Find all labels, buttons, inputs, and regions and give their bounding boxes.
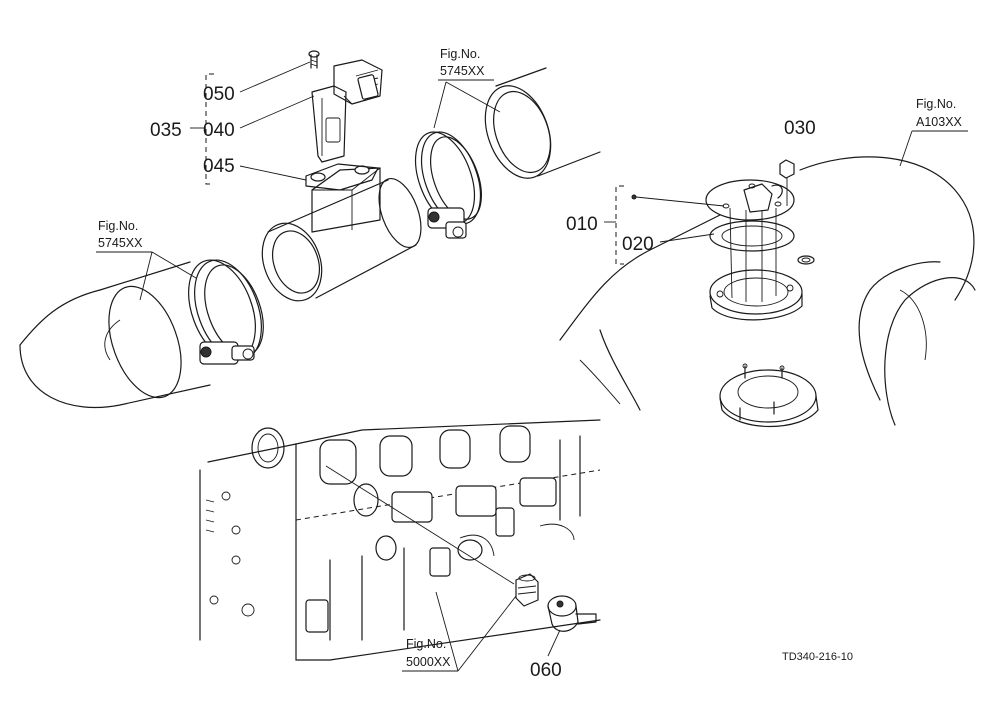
fig-top-number[interactable]: 5745XX: [440, 64, 485, 78]
engine-block: [199, 419, 601, 661]
knock-sensor: [547, 595, 597, 632]
leader-fig-top: [433, 79, 501, 129]
sender-gasket: [709, 207, 795, 302]
sensor-gasket: [305, 163, 379, 191]
callout-040[interactable]: 040: [203, 120, 235, 141]
airflow-tube: [261, 165, 422, 302]
bracket-010: [604, 185, 624, 265]
leader-fig-bottom: [402, 591, 517, 672]
intake-hose-top: [484, 67, 601, 179]
fig-right-number[interactable]: A103XX: [916, 115, 963, 129]
tank-flange: [719, 363, 819, 427]
callout-050[interactable]: 050: [203, 84, 235, 105]
fig-left-number[interactable]: 5745XX: [98, 236, 143, 250]
fig-top-label: Fig.No.: [440, 47, 480, 61]
callout-020[interactable]: 020: [622, 234, 654, 255]
sender-base: [709, 269, 803, 321]
callout-030[interactable]: 030: [784, 118, 816, 139]
leader-020: [659, 233, 715, 243]
airflow-sensor: [311, 59, 383, 163]
fig-right-label: Fig.No.: [916, 97, 956, 111]
intake-hose-left: [19, 261, 211, 409]
washer: [797, 255, 815, 265]
callout-035[interactable]: 035: [150, 120, 182, 141]
callout-060[interactable]: 060: [530, 660, 562, 681]
sensor-screw: [308, 50, 320, 69]
fuel-tank: [559, 156, 976, 426]
callout-045[interactable]: 045: [203, 156, 235, 177]
leader-040: [239, 95, 315, 129]
fig-bottom-label: Fig.No.: [406, 637, 446, 651]
leader-fig-left: [96, 251, 197, 301]
drawing-code: TD340-216-10: [782, 651, 853, 663]
leader-060: [547, 629, 561, 657]
sender-plate: [705, 179, 795, 221]
fig-left-label: Fig.No.: [98, 219, 138, 233]
leader-045: [239, 165, 307, 181]
nut-030: [779, 159, 795, 206]
callout-010[interactable]: 010: [566, 214, 598, 235]
leader-010: [635, 196, 725, 207]
leader-fig-right: [899, 130, 968, 167]
leader-050: [239, 61, 311, 93]
adapter-fitting: [515, 573, 539, 607]
bracket-035: [190, 73, 214, 185]
hose-clamp-top: [414, 131, 482, 239]
fig-bottom-number[interactable]: 5000XX: [406, 655, 451, 669]
leader-adapter: [325, 465, 515, 585]
hose-clamp-left: [188, 259, 264, 365]
